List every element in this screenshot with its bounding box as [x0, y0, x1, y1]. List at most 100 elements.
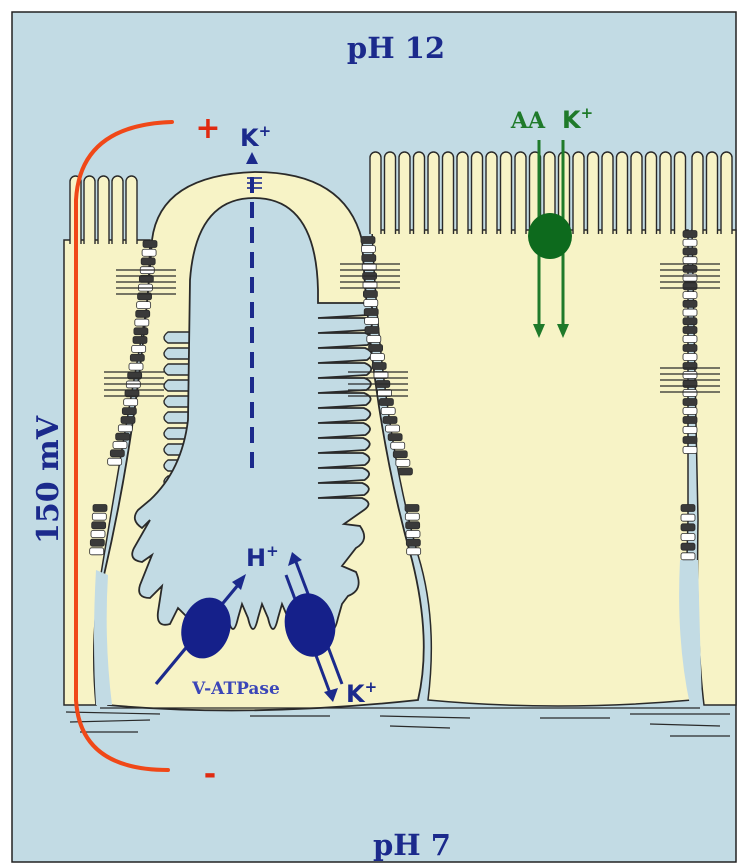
minus-sign: -: [204, 757, 216, 792]
microvillus: [617, 152, 628, 234]
microvillus: [573, 152, 584, 234]
microvillus: [515, 152, 526, 234]
right-basal-junction-segment: [681, 534, 695, 541]
right-junction-segment: [683, 408, 697, 415]
aa-label: AA: [510, 108, 546, 134]
middle-junction-segment: [363, 291, 377, 298]
middle-junction-segment: [372, 363, 386, 370]
right-junction-segment: [683, 390, 697, 397]
middle-basal-junction-segment: [405, 505, 419, 512]
middle-junction-segment: [398, 468, 412, 475]
right-basal-junction-segment: [681, 553, 695, 560]
middle-junction-segment: [365, 327, 379, 334]
microvillus: [84, 176, 95, 244]
right-basal-junction-segment: [681, 505, 695, 512]
left-junction-segment: [108, 458, 122, 465]
middle-junction-segment: [396, 459, 410, 466]
middle-junction-segment: [386, 425, 400, 432]
top-ph-label: pH 12: [347, 31, 445, 65]
left-junction-segment: [121, 417, 135, 424]
right-junction-segment: [683, 257, 697, 264]
microvillus: [428, 152, 439, 234]
left-junction-segment: [143, 241, 157, 248]
microvillus: [399, 152, 410, 234]
right-basal-junction-segment: [681, 543, 695, 550]
microvillus: [631, 152, 642, 234]
right-junction-segment: [683, 354, 697, 361]
right-junction-segment: [683, 345, 697, 352]
middle-junction-segment: [364, 309, 378, 316]
middle-junction-segment: [362, 255, 376, 262]
middle-junction-segment: [364, 300, 378, 307]
plus-sign: +: [195, 111, 220, 146]
middle-junction-segment: [370, 354, 384, 361]
right-junction-segment: [683, 427, 697, 434]
left-basal-junction-segment: [92, 522, 106, 529]
middle-junction-segment: [369, 345, 383, 352]
left-junction-segment: [110, 450, 124, 457]
bottom-ph-label: pH 7: [373, 828, 451, 862]
cavity-fold: [164, 396, 190, 407]
left-junction-segment: [129, 363, 143, 370]
right-junction-segment: [683, 372, 697, 379]
left-junction-segment: [136, 310, 150, 317]
right-junction-segment: [683, 417, 697, 424]
right-junction-segment: [683, 292, 697, 299]
microvillus: [692, 152, 703, 234]
middle-junction-segment: [383, 417, 397, 424]
left-junction-segment: [113, 442, 127, 449]
left-basal-junction-segment: [90, 548, 104, 555]
voltage-label: 150 mV: [31, 415, 66, 544]
left-junction-segment: [122, 408, 136, 415]
right-junction-segment: [683, 283, 697, 290]
microvillus: [721, 152, 732, 234]
right-basal-junction-segment: [681, 514, 695, 521]
microvillus: [414, 152, 425, 234]
aa-k-symporter: [528, 213, 572, 259]
right-junction-segment: [683, 265, 697, 272]
left-junction-segment: [142, 249, 156, 256]
middle-basal-junction-segment: [406, 531, 420, 538]
microvillus: [457, 152, 468, 234]
right-junction-segment: [683, 327, 697, 334]
middle-junction-segment: [361, 237, 375, 244]
microvillus: [98, 176, 109, 244]
microvillus: [501, 152, 512, 234]
middle-junction-segment: [361, 246, 375, 253]
left-junction-segment: [116, 433, 130, 440]
microvillus: [472, 152, 483, 234]
left-junction-segment: [137, 302, 151, 309]
left-junction-segment: [133, 337, 147, 344]
microvillus: [675, 152, 686, 234]
middle-junction-segment: [388, 434, 402, 441]
middle-junction-segment: [367, 336, 381, 343]
microvillus: [370, 152, 381, 234]
left-basal-junction-segment: [93, 505, 107, 512]
right-junction-segment: [683, 309, 697, 316]
right-junction-segment: [683, 300, 697, 307]
right-junction-segment: [683, 447, 697, 454]
left-junction-segment: [135, 319, 149, 326]
right-junction-segment: [683, 437, 697, 444]
left-junction-segment: [118, 425, 132, 432]
microvillus: [660, 152, 671, 234]
right-basal-junction-segment: [681, 524, 695, 531]
right-junction-segment: [683, 399, 697, 406]
left-basal-junction-segment: [90, 539, 104, 546]
cavity-fold: [164, 380, 190, 391]
left-junction-segment: [130, 354, 144, 361]
cavity-fold: [164, 332, 190, 343]
cavity-fold: [164, 412, 190, 423]
left-junction-segment: [141, 258, 155, 265]
middle-basal-junction-segment: [406, 522, 420, 529]
microvillus: [646, 152, 657, 234]
middle-junction-segment: [393, 451, 407, 458]
right-junction-segment: [683, 318, 697, 325]
right-junction-segment: [683, 248, 697, 255]
v-atpase-label: V-ATPase: [191, 679, 280, 699]
microvillus: [707, 152, 718, 234]
microvillus: [443, 152, 454, 234]
microvillus: [385, 152, 396, 234]
right-junction-segment: [683, 274, 697, 281]
